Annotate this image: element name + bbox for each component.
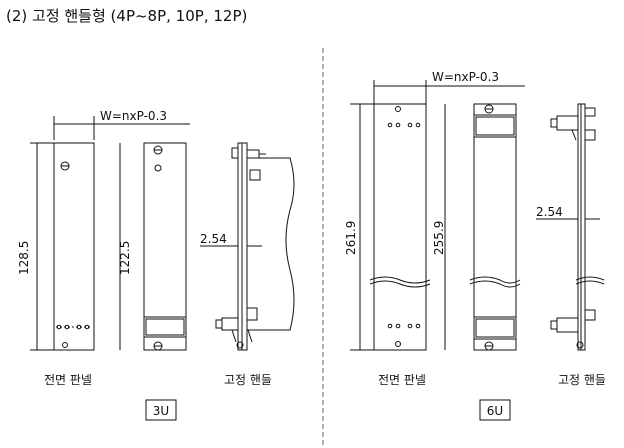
handle-front-6u-drawing xyxy=(469,103,521,351)
front-panel-6u-drawing xyxy=(350,80,525,351)
handle-side-6u-drawing xyxy=(536,103,605,351)
inner-height-label-3u: 122.5 xyxy=(118,241,132,275)
outer-height-label-3u: 128.5 xyxy=(17,241,31,275)
caption-front-panel-6u: 전면 판넬 xyxy=(378,373,426,387)
handle-side-3u-drawing xyxy=(200,142,295,351)
front-panel-3u-drawing xyxy=(30,116,190,351)
page-heading: (2) 고정 핸들형 (4P~8P, 10P, 12P) xyxy=(6,7,247,25)
pitch-label-3u: 2.54 xyxy=(200,232,227,246)
caption-fixed-handle-6u: 고정 핸들 xyxy=(558,372,606,387)
size-tag-3u: 3U xyxy=(153,404,169,418)
width-dimension-label-3u: W=nxP-0.3 xyxy=(100,109,167,123)
size-tag-box-6u xyxy=(479,399,511,421)
caption-fixed-handle-3u: 고정 핸들 xyxy=(224,372,272,387)
width-dimension-label-6u: W=nxP-0.3 xyxy=(432,70,499,84)
size-tag-box-3u xyxy=(145,399,177,421)
handle-front-3u-drawing xyxy=(143,142,187,351)
inner-height-label-6u: 255.9 xyxy=(432,221,446,255)
pitch-label-6u: 2.54 xyxy=(536,205,563,219)
outer-height-label-6u: 261.9 xyxy=(344,221,358,255)
size-tag-6u: 6U xyxy=(487,404,503,418)
caption-front-panel-3u: 전면 판넬 xyxy=(44,373,92,387)
